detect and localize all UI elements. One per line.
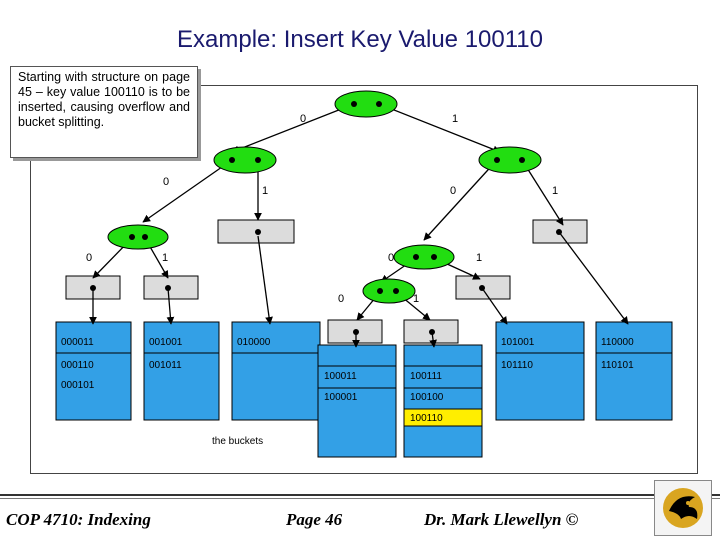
- footer-page: Page 46: [286, 510, 343, 529]
- buckets-caption: the buckets: [212, 436, 263, 447]
- bucket-5: [403, 344, 483, 458]
- bucket-value: 000110: [61, 360, 94, 371]
- edge-label-r1-left: 0: [450, 185, 456, 197]
- trie-node-r3: [362, 278, 416, 304]
- bucket-value: 001001: [149, 337, 183, 348]
- bucket-value: 101001: [501, 337, 535, 348]
- explanation-note: Starting with structure on page 45 – key…: [10, 66, 198, 158]
- edge-label-l1-left: 0: [163, 176, 169, 188]
- edge-label-r3-right: 1: [413, 293, 419, 305]
- edge-label-r3-left: 0: [338, 293, 344, 305]
- bucket-value: 110000: [601, 337, 634, 348]
- bucket-value: 101110: [501, 360, 533, 371]
- bucket-value-inserted: 100110: [410, 413, 443, 424]
- bucket-value: 000011: [61, 337, 94, 348]
- diagram-frame: [30, 85, 698, 474]
- footer-divider-thin: [0, 498, 720, 499]
- footer-divider: [0, 494, 720, 496]
- trie-node-l1: [213, 146, 277, 174]
- university-logo-icon: [654, 480, 712, 536]
- trie-node-root: [334, 90, 398, 118]
- bucket-value: 000101: [61, 380, 95, 391]
- edge-label-l2-left: 0: [86, 252, 92, 264]
- bucket-value: 110101: [601, 360, 634, 371]
- trie-node-r1: [478, 146, 542, 174]
- bucket-6: [495, 321, 585, 421]
- edge-label-root-left: 0: [300, 113, 306, 125]
- bucket-7: [595, 321, 673, 421]
- edge-label-r2-left: 0: [388, 252, 394, 264]
- trie-node-r2: [393, 244, 455, 270]
- bucket-2: [143, 321, 220, 421]
- trie-node-l2: [107, 224, 169, 250]
- bucket-value: 001011: [149, 360, 182, 371]
- bucket-3: [231, 321, 321, 421]
- bucket-5-inserted-slot: [403, 408, 483, 427]
- footer-author: Dr. Mark Llewellyn ©: [424, 510, 579, 529]
- edge-label-l2-right: 1: [162, 252, 168, 264]
- bucket-value: 100011: [324, 371, 357, 382]
- bucket-4: [317, 344, 397, 458]
- edge-label-r2-right: 1: [476, 252, 482, 264]
- footer-course: COP 4710: Indexing: [6, 510, 151, 529]
- edge-label-root-right: 1: [452, 113, 458, 125]
- bucket-value: 010000: [237, 337, 271, 348]
- slide-title: Example: Insert Key Value 100110: [177, 26, 543, 53]
- bucket-value: 100001: [324, 392, 358, 403]
- edge-label-r1-right: 1: [552, 185, 558, 197]
- edge-label-l1-right: 1: [262, 185, 268, 197]
- bucket-value: 100111: [410, 371, 442, 382]
- pointer-box-b2: [143, 275, 199, 300]
- bucket-value: 100100: [410, 392, 444, 403]
- bucket-1: [55, 321, 132, 421]
